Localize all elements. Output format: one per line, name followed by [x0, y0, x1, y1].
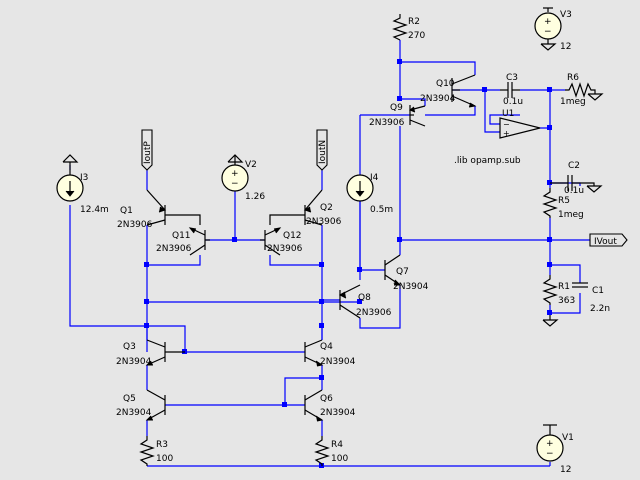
q9-model: 2N3906	[369, 118, 405, 128]
q11-ref: Q11	[172, 231, 191, 241]
r6-ref: R6	[567, 73, 579, 83]
ioutp-flag	[141, 129, 153, 171]
svg-text:+: +	[503, 129, 510, 138]
resistor-R6	[565, 82, 604, 101]
q4-model: 2N3904	[320, 357, 356, 367]
q12-ref: Q12	[283, 231, 302, 241]
capacitor-C1	[572, 282, 588, 288]
q8-ref: Q8	[358, 293, 371, 303]
r4-value: 100	[331, 454, 348, 464]
q2-model: 2N3906	[306, 217, 342, 227]
q7-model: 2N3904	[393, 282, 429, 292]
q1-ref: Q1	[120, 206, 133, 216]
q7-ref: Q7	[396, 267, 409, 277]
transistor-Q2	[269, 189, 323, 226]
resistor-R4	[314, 436, 330, 466]
transistor-Q7	[384, 254, 402, 286]
svg-text:−: −	[546, 449, 554, 459]
r1-value: 363	[558, 296, 575, 306]
q3-model: 2N3904	[116, 357, 152, 367]
r6-value: 1meg	[560, 97, 586, 107]
i3-ref: I3	[80, 173, 88, 183]
current-source-I3	[56, 154, 84, 202]
q4-ref: Q4	[320, 342, 333, 352]
transistor-Q5	[145, 389, 166, 421]
svg-text:+: +	[231, 169, 239, 179]
voltage-source-V1: + −	[536, 424, 564, 462]
q6-model: 2N3904	[320, 408, 356, 418]
transistor-Q6	[304, 389, 324, 422]
q5-ref: Q5	[123, 394, 136, 404]
q5-model: 2N3904	[116, 408, 152, 418]
transistor-Q12	[260, 227, 282, 256]
resistor-R2	[392, 14, 408, 41]
c2-ref: C2	[568, 161, 580, 171]
c3-value: 0.1u	[503, 97, 523, 107]
transistor-Q10	[451, 74, 477, 108]
v2-ref: V2	[245, 160, 257, 170]
q2-ref: Q2	[320, 203, 333, 213]
capacitor-C3	[500, 82, 520, 98]
transistor-Q3	[145, 339, 185, 366]
q1-model: 2N3906	[117, 220, 153, 230]
svg-text:+: +	[546, 439, 554, 449]
transistor-Q1	[146, 189, 201, 226]
q11-model: 2N3906	[156, 244, 192, 254]
r3-value: 100	[156, 454, 173, 464]
lib-directive: .lib opamp.sub	[454, 156, 521, 166]
ivout-label: IVout	[594, 237, 617, 247]
c3-ref: C3	[506, 73, 518, 83]
ivout-flag	[589, 233, 628, 247]
resistor-R5	[542, 188, 558, 218]
r1-ref: R1	[558, 282, 570, 292]
q3-ref: Q3	[123, 342, 136, 352]
voltage-source-V3: + −	[534, 8, 562, 51]
voltage-source-V2: + −	[221, 154, 249, 192]
svg-text:−: −	[544, 27, 552, 37]
v3-ref: V3	[560, 10, 572, 20]
ioutn-label: IoutN	[318, 140, 328, 164]
q12-model: 2N3906	[267, 244, 303, 254]
q9-ref: Q9	[390, 103, 403, 113]
c2-value: 0.1u	[564, 186, 584, 196]
opamp-U1: − +	[499, 117, 541, 139]
r5-ref: R5	[558, 196, 570, 206]
transistor-Q9	[408, 105, 426, 127]
r4-ref: R4	[331, 440, 343, 450]
current-source-I4	[346, 174, 374, 202]
v3-value: 12	[560, 42, 571, 52]
svg-text:+: +	[544, 17, 552, 27]
svg-text:−: −	[503, 120, 510, 129]
transistor-Q8	[338, 284, 361, 319]
r2-value: 270	[408, 31, 425, 41]
q10-model: 2N3904	[420, 94, 456, 104]
c1-ref: C1	[592, 286, 604, 296]
v1-value: 12	[560, 465, 571, 475]
q6-ref: Q6	[320, 394, 333, 404]
junction-dots	[144, 59, 552, 468]
u1-ref: U1	[502, 109, 514, 119]
r3-ref: R3	[156, 440, 168, 450]
i4-ref: I4	[370, 173, 379, 183]
i3-value: 12.4m	[80, 205, 109, 215]
v2-value: 1.26	[245, 192, 265, 202]
ioutp-label: IoutP	[143, 141, 153, 164]
transistor-Q4	[304, 339, 324, 367]
capacitor-C2	[550, 175, 603, 193]
resistor-R3	[139, 436, 155, 466]
transistor-Q11	[188, 227, 210, 256]
resistor-R1	[542, 275, 559, 327]
r5-value: 1meg	[558, 210, 584, 220]
c1-value: 2.2n	[590, 304, 610, 314]
q8-model: 2N3906	[356, 308, 392, 318]
i4-value: 0.5m	[370, 205, 393, 215]
r2-ref: R2	[408, 17, 420, 27]
v1-ref: V1	[562, 433, 574, 443]
q10-ref: Q10	[436, 79, 455, 89]
ioutn-flag	[316, 129, 328, 171]
svg-text:−: −	[231, 179, 239, 189]
